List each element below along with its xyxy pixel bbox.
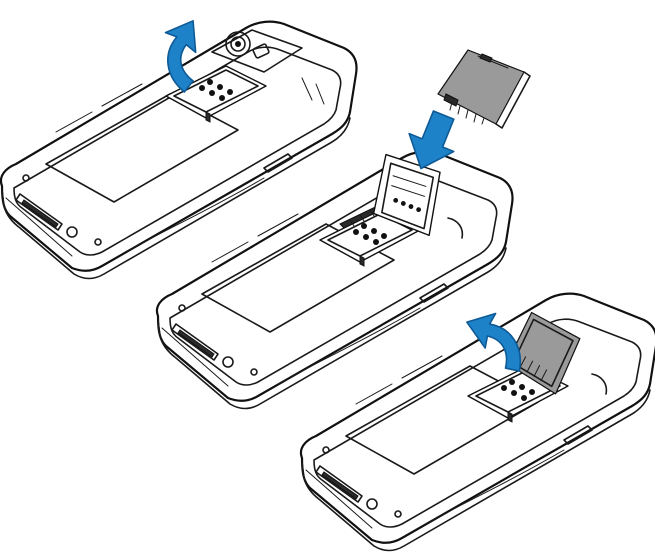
phone-step-1 (0, 20, 358, 280)
phone-step-3 (299, 292, 655, 552)
camera-module (211, 29, 303, 73)
down-arrow-icon (408, 110, 455, 170)
sim-card-icon (437, 49, 531, 129)
sim-holder-lid (506, 311, 581, 395)
phone-step-2 (155, 150, 514, 410)
